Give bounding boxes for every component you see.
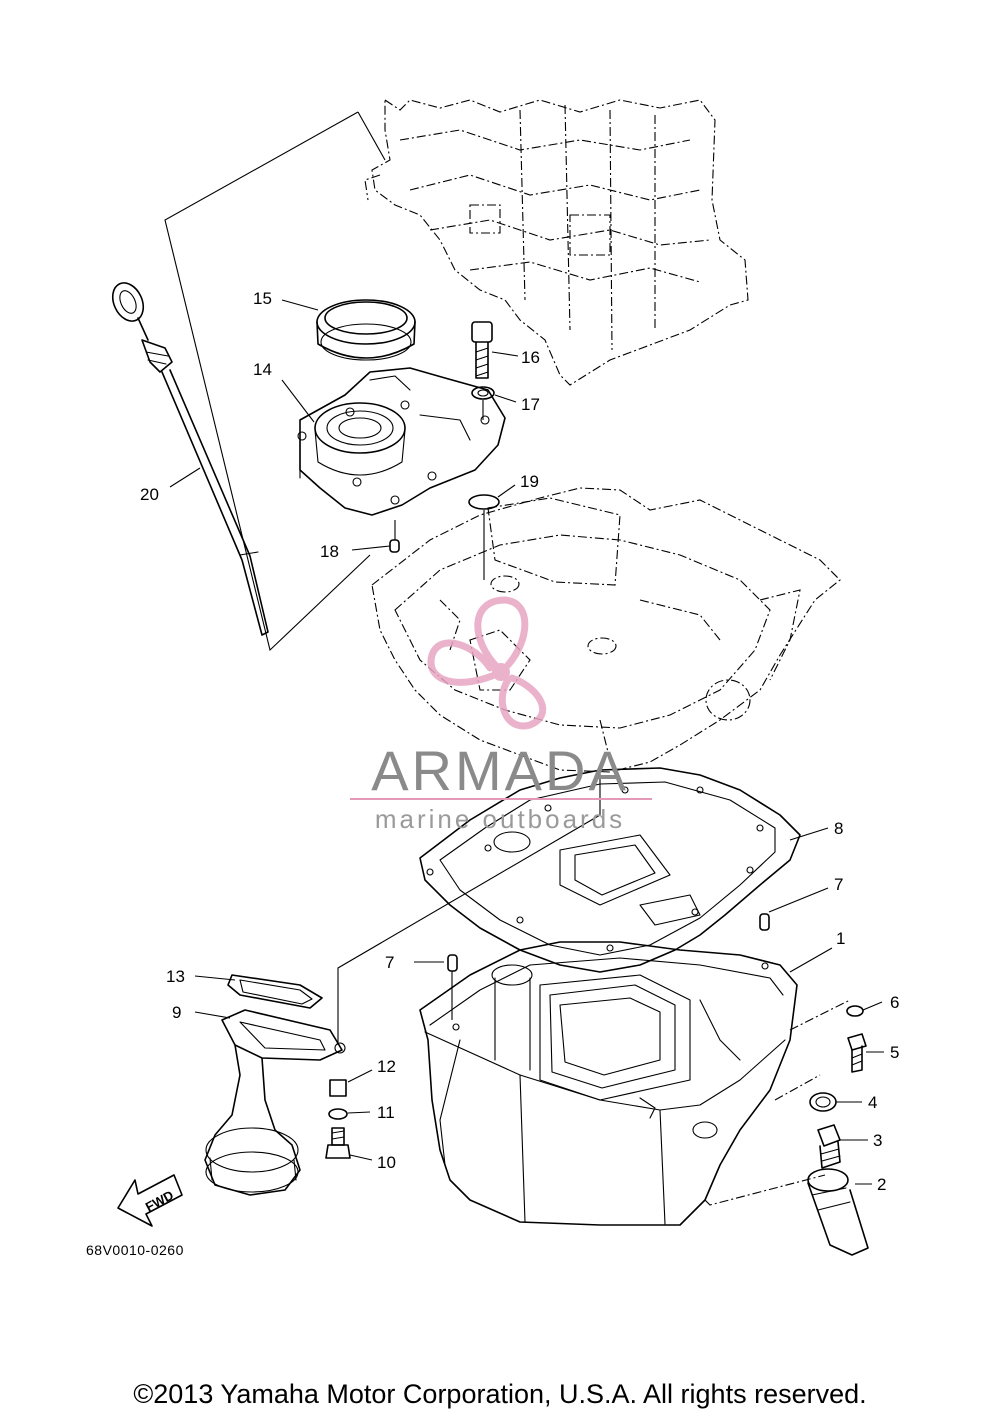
upper-casing-outline xyxy=(371,487,841,773)
callout-13: 13 xyxy=(166,967,185,986)
callout-5: 5 xyxy=(890,1043,899,1062)
oil-seal xyxy=(316,299,416,361)
copyright-notice: ©2013 Yamaha Motor Corporation, U.S.A. A… xyxy=(133,1379,867,1409)
dowel-pin xyxy=(389,520,400,553)
strainer-gasket xyxy=(227,974,323,1009)
callout-8: 8 xyxy=(834,819,843,838)
oil-pan-gasket xyxy=(419,767,801,973)
oil-pump-assembly xyxy=(297,367,506,516)
oil-pan-washer xyxy=(846,1005,864,1017)
drain-plug xyxy=(817,1124,841,1169)
strainer-washer xyxy=(328,1108,348,1120)
callout-19: 19 xyxy=(520,472,539,491)
oil-pan-bolt xyxy=(847,1033,867,1073)
leader-line-strainer xyxy=(337,770,601,1045)
callout-leaders xyxy=(169,299,884,1185)
callout-6: 6 xyxy=(890,993,899,1012)
oil-strainer xyxy=(204,1009,346,1196)
leader-line-bolt xyxy=(789,999,851,1031)
callout-16: 16 xyxy=(521,348,540,367)
fwd-label: FWD xyxy=(143,1187,176,1214)
callout-7b: 7 xyxy=(385,953,394,972)
pump-bolt xyxy=(471,321,493,379)
callout-10: 10 xyxy=(377,1153,396,1172)
forward-direction-arrow: FWD xyxy=(117,1174,183,1227)
callout-3: 3 xyxy=(873,1131,882,1150)
oil-strainer-tube xyxy=(807,1168,869,1256)
callout-17: 17 xyxy=(521,395,540,414)
engine-block-outline xyxy=(364,98,749,386)
watermark-tagline: marine outboards xyxy=(374,804,626,834)
callout-12: 12 xyxy=(377,1057,396,1076)
callout-15: 15 xyxy=(253,289,272,308)
dowel-pin-left xyxy=(447,954,458,1020)
pump-washer xyxy=(471,386,495,420)
callout-9: 9 xyxy=(172,1003,181,1022)
oil-dipstick xyxy=(111,282,269,636)
o-ring xyxy=(468,494,500,580)
diagram-code: 68V0010-0260 xyxy=(86,1242,184,1258)
drain-gasket xyxy=(809,1092,837,1112)
dowel-pin-right xyxy=(759,913,770,931)
callout-1: 1 xyxy=(836,929,845,948)
callout-18: 18 xyxy=(320,542,339,561)
callout-11: 11 xyxy=(377,1103,395,1122)
dipstick-leader-box xyxy=(164,111,386,652)
strainer-bolt xyxy=(325,1127,351,1159)
strainer-collar xyxy=(329,1079,347,1097)
callout-7a: 7 xyxy=(834,875,843,894)
callout-2: 2 xyxy=(877,1175,886,1194)
watermark-brand: ARMADA xyxy=(371,739,629,802)
callout-20: 20 xyxy=(140,485,159,504)
oil-pan xyxy=(419,941,798,1226)
callout-14: 14 xyxy=(253,360,272,379)
callout-labels: 1 2 3 4 5 6 7 7 8 9 10 11 12 13 14 15 16… xyxy=(140,289,899,1194)
watermark-propeller-logo xyxy=(427,596,547,730)
leader-line-drain xyxy=(704,1074,826,1206)
callout-4: 4 xyxy=(868,1093,877,1112)
watermark-divider xyxy=(350,798,652,800)
